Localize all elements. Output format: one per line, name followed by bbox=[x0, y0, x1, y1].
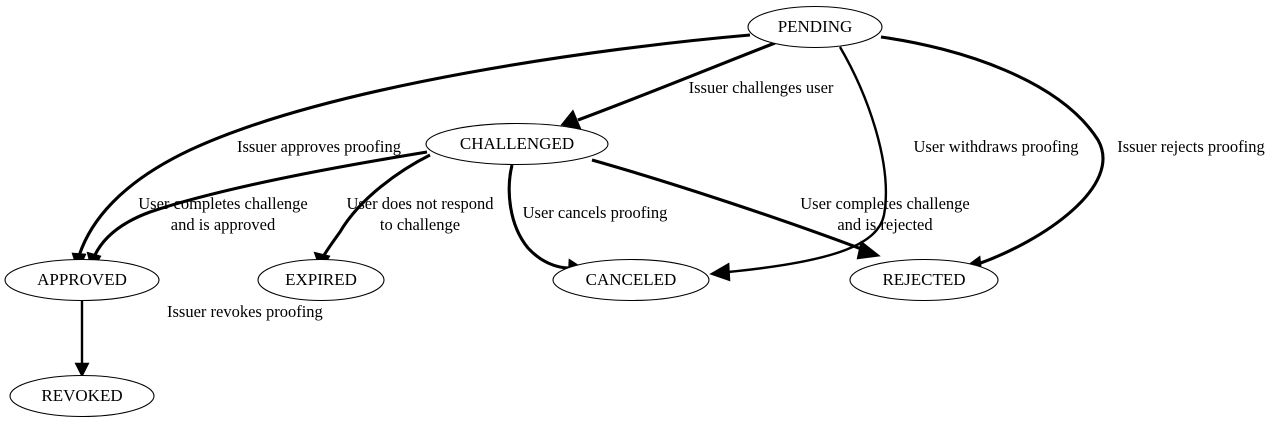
edge-label-pending-challenged: Issuer challenges user bbox=[689, 78, 834, 97]
node-shape-expired bbox=[257, 258, 385, 302]
node-layer: PENDING CHALLENGED APPROVED EXPIRED CANC… bbox=[4, 5, 999, 418]
node-shape-rejected bbox=[849, 258, 999, 302]
node-label-challenged: CHALLENGED bbox=[460, 134, 574, 153]
node-shape-canceled bbox=[552, 258, 710, 302]
edge-path-pending-rejected bbox=[880, 35, 1105, 266]
edge-approved-revoked[interactable]: Issuer revokes proofing bbox=[74, 301, 323, 378]
node-label-revoked: REVOKED bbox=[41, 386, 122, 405]
edge-pending-canceled[interactable]: User withdraws proofing bbox=[709, 46, 1079, 282]
node-revoked[interactable]: REVOKED bbox=[9, 374, 155, 418]
arrowhead-revoked bbox=[74, 362, 90, 378]
edge-label-pending-canceled: User withdraws proofing bbox=[914, 137, 1079, 156]
node-shape-pending bbox=[747, 5, 883, 49]
node-rejected[interactable]: REJECTED bbox=[849, 258, 999, 302]
edge-pending-challenged[interactable]: Issuer challenges user bbox=[560, 41, 834, 130]
edge-path-challenged-expired bbox=[321, 153, 431, 258]
edge-label-approved-revoked: Issuer revokes proofing bbox=[167, 302, 323, 321]
node-label-canceled: CANCELED bbox=[586, 270, 677, 289]
edge-path-pending-canceled bbox=[727, 46, 888, 274]
edge-challenged-expired[interactable]: User does not respond to challenge bbox=[313, 153, 494, 273]
edge-path-challenged-approved bbox=[92, 150, 428, 258]
node-label-approved: APPROVED bbox=[37, 270, 127, 289]
edge-label-challenged-rejected-line2: and is rejected bbox=[837, 215, 933, 234]
edge-challenged-approved[interactable]: User completes challenge and is approved bbox=[86, 150, 428, 273]
edge-label-challenged-canceled: User cancels proofing bbox=[523, 203, 668, 222]
node-pending[interactable]: PENDING bbox=[747, 5, 883, 49]
edge-label-pending-approved: Issuer approves proofing bbox=[237, 137, 401, 156]
node-label-rejected: REJECTED bbox=[882, 270, 965, 289]
node-approved[interactable]: APPROVED bbox=[4, 258, 160, 302]
node-canceled[interactable]: CANCELED bbox=[552, 258, 710, 302]
edge-path-challenged-rejected bbox=[591, 158, 865, 252]
edge-path-pending-challenged bbox=[577, 41, 776, 122]
edge-path-challenged-canceled bbox=[507, 164, 571, 270]
node-shape-revoked bbox=[9, 374, 155, 418]
node-challenged[interactable]: CHALLENGED bbox=[425, 122, 609, 166]
node-label-pending: PENDING bbox=[778, 17, 853, 36]
edge-label-challenged-expired-line1: User does not respond bbox=[346, 194, 494, 213]
edge-label-challenged-approved-line2: and is approved bbox=[171, 215, 276, 234]
edge-path-pending-approved bbox=[77, 33, 751, 257]
edge-layer: Issuer challenges user Issuer approves p… bbox=[71, 33, 1265, 378]
arrowhead-rejected-from-challenged bbox=[856, 240, 881, 260]
edge-label-challenged-approved-line1: User completes challenge bbox=[138, 194, 308, 213]
edge-label-challenged-expired-line2: to challenge bbox=[380, 215, 460, 234]
edge-label-pending-rejected: Issuer rejects proofing bbox=[1117, 137, 1265, 156]
arrowhead-canceled-from-pending bbox=[709, 262, 731, 282]
node-expired[interactable]: EXPIRED bbox=[257, 258, 385, 302]
node-label-expired: EXPIRED bbox=[285, 270, 357, 289]
node-shape-approved bbox=[4, 258, 160, 302]
node-shape-challenged bbox=[425, 122, 609, 166]
